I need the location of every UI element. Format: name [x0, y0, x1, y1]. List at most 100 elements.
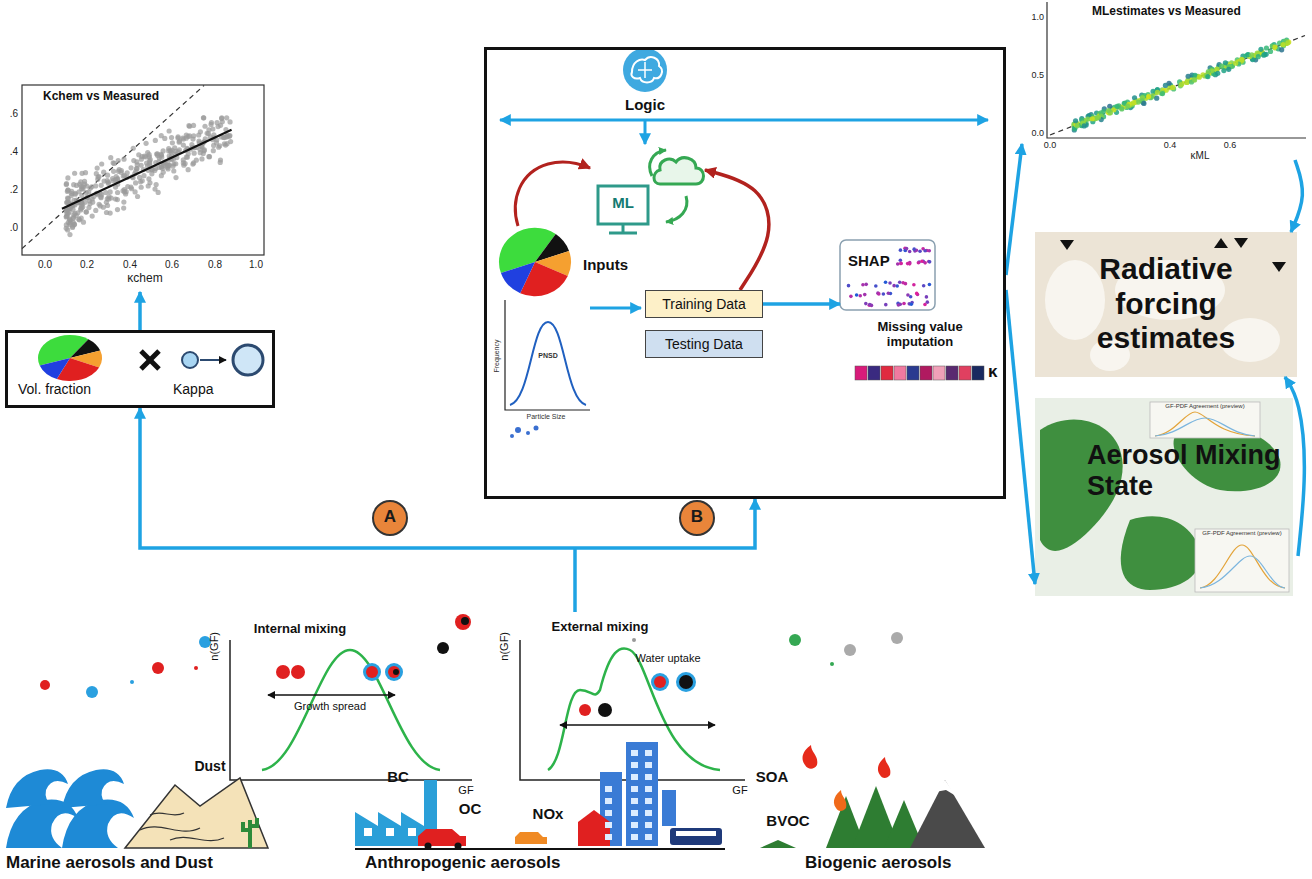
shap-swarm-part — [892, 284, 896, 288]
building-windows-part — [645, 786, 652, 792]
building-windows-part — [631, 762, 638, 768]
text-label: 1.0 — [1031, 12, 1044, 22]
text-label: 0.4 — [123, 259, 137, 271]
building-windows-part — [605, 810, 612, 816]
forest-part — [935, 780, 956, 796]
ml-scatter-chart-part-part — [1170, 85, 1175, 90]
kchem-scatter-chart-part-part — [64, 200, 69, 205]
text-label: GF — [458, 784, 473, 797]
kchem-scatter-chart-part-part — [133, 180, 138, 185]
kchem-scatter-chart-part-part — [98, 195, 103, 200]
ml-scatter-chart — [1047, 2, 1306, 138]
kchem-scatter-chart-part-part — [206, 131, 211, 136]
floating-particles-part — [830, 662, 834, 666]
kappa-bars-part — [907, 366, 919, 380]
vehicles-part — [455, 843, 462, 850]
mixing-map — [1035, 398, 1293, 596]
shap-swarm-part — [906, 293, 910, 297]
text-label: .2 — [10, 184, 18, 196]
text-label: 0.8 — [208, 259, 222, 271]
ml-scatter-chart-part-part — [1141, 101, 1146, 106]
ml-scatter-chart-part-part — [1221, 68, 1226, 73]
kchem-scatter-chart-part-part — [219, 115, 224, 120]
internal-mixing-plot-part — [393, 669, 399, 675]
text-label: Anthropogenic aerosols — [365, 853, 561, 873]
shap-swarm-part — [927, 260, 931, 264]
forest-part — [803, 745, 818, 769]
kappa-bars-part — [933, 366, 945, 380]
ml-scatter-chart-part-part — [1256, 54, 1261, 59]
mixing-map-part — [1200, 545, 1285, 588]
kchem-scatter-chart-part-part — [181, 163, 186, 168]
building-windows-part — [645, 774, 652, 780]
ml-scatter-chart-part-part — [1258, 47, 1263, 52]
kchem-scatter-chart-part-part — [95, 165, 100, 170]
shap-swarm-part — [863, 293, 867, 297]
kchem-scatter-chart-part-part — [191, 160, 196, 165]
logic-arrow — [500, 119, 988, 122]
ml-scatter-chart-part-part — [1184, 80, 1189, 85]
node-text: MLestimates vs Measured — [1092, 5, 1241, 19]
text-label: 0.6 — [1224, 140, 1237, 150]
shap-swarm-part — [884, 280, 888, 284]
kchem-scatter-chart-part-part — [84, 209, 89, 214]
floating-particles — [40, 632, 903, 698]
building-windows-part — [605, 822, 612, 828]
ml-scatter-chart-part-part — [1249, 52, 1254, 57]
text-label: Growth spread — [294, 700, 366, 713]
shap-swarm-part — [868, 303, 872, 307]
ml-icon-part — [598, 186, 648, 224]
mixing-map-part — [1035, 398, 1293, 596]
kchem-scatter-chart-part-part — [202, 147, 207, 152]
shap-swarm-part — [898, 281, 902, 285]
shap-swarm-part — [858, 294, 862, 298]
ml-scatter-chart-part-part — [1264, 52, 1269, 57]
ml-scatter-chart-part-part — [1131, 100, 1136, 105]
trunk-line — [573, 548, 577, 612]
building-windows-part — [645, 762, 652, 768]
text-label: Biogenic aerosols — [805, 853, 951, 873]
text-label: GF — [732, 784, 747, 797]
shap-swarm-part — [902, 302, 906, 306]
shap-swarm-part — [855, 293, 859, 297]
kappa-bars-part — [855, 366, 867, 380]
text-label: κ — [988, 362, 997, 382]
logic-icon — [623, 48, 667, 92]
kchem-scatter-chart-part-part — [217, 143, 222, 148]
mixing-map-part — [1200, 556, 1285, 588]
kchem-scatter-chart-part-part — [227, 119, 232, 124]
mixing-map-part — [1150, 402, 1260, 438]
kchem-scatter-chart-part-part — [177, 140, 182, 145]
kchem-scatter-chart-part-part — [181, 136, 186, 141]
text-label: n(GF) — [498, 632, 511, 661]
internal-mixing-plot-part — [276, 665, 290, 679]
text-label: κchem — [127, 272, 162, 286]
building-windows-part — [631, 822, 638, 828]
forest — [760, 745, 985, 848]
ml-scatter-chart-part-part — [1186, 74, 1191, 79]
kchem-scatter-chart-part-part — [196, 132, 201, 137]
shap-swarm-part — [912, 283, 916, 287]
kchem-scatter-chart-part-part — [104, 210, 109, 215]
dust-mountain — [125, 778, 268, 848]
kchem-scatter-chart-part — [62, 130, 232, 209]
logic-icon-part — [631, 57, 661, 82]
ml-scatter-chart-part-part — [1285, 40, 1290, 45]
text-label: 1.0 — [249, 259, 263, 271]
kchem-scatter-chart-part-part — [93, 208, 98, 213]
kchem-scatter-chart-part-part — [98, 203, 103, 208]
factory-part — [408, 828, 416, 836]
ml-scatter-chart-part-part — [1239, 57, 1244, 62]
internal-mixing-plot-part — [268, 694, 395, 695]
ml-scatter-chart-part-part — [1205, 74, 1210, 79]
ml-scatter-chart-part-part — [1219, 64, 1224, 69]
internal-mixing-plot-part — [385, 663, 403, 681]
text-label: 0.6 — [165, 259, 179, 271]
kchem-scatter-chart-part-part — [74, 183, 79, 188]
external-mixing-plot-part — [548, 648, 720, 770]
ml-icon-part — [666, 196, 687, 222]
kchem-scatter-chart-part-part — [128, 185, 133, 190]
kappa-mixing-rule — [38, 335, 263, 381]
kchem-scatter-chart-part-part — [207, 154, 212, 159]
